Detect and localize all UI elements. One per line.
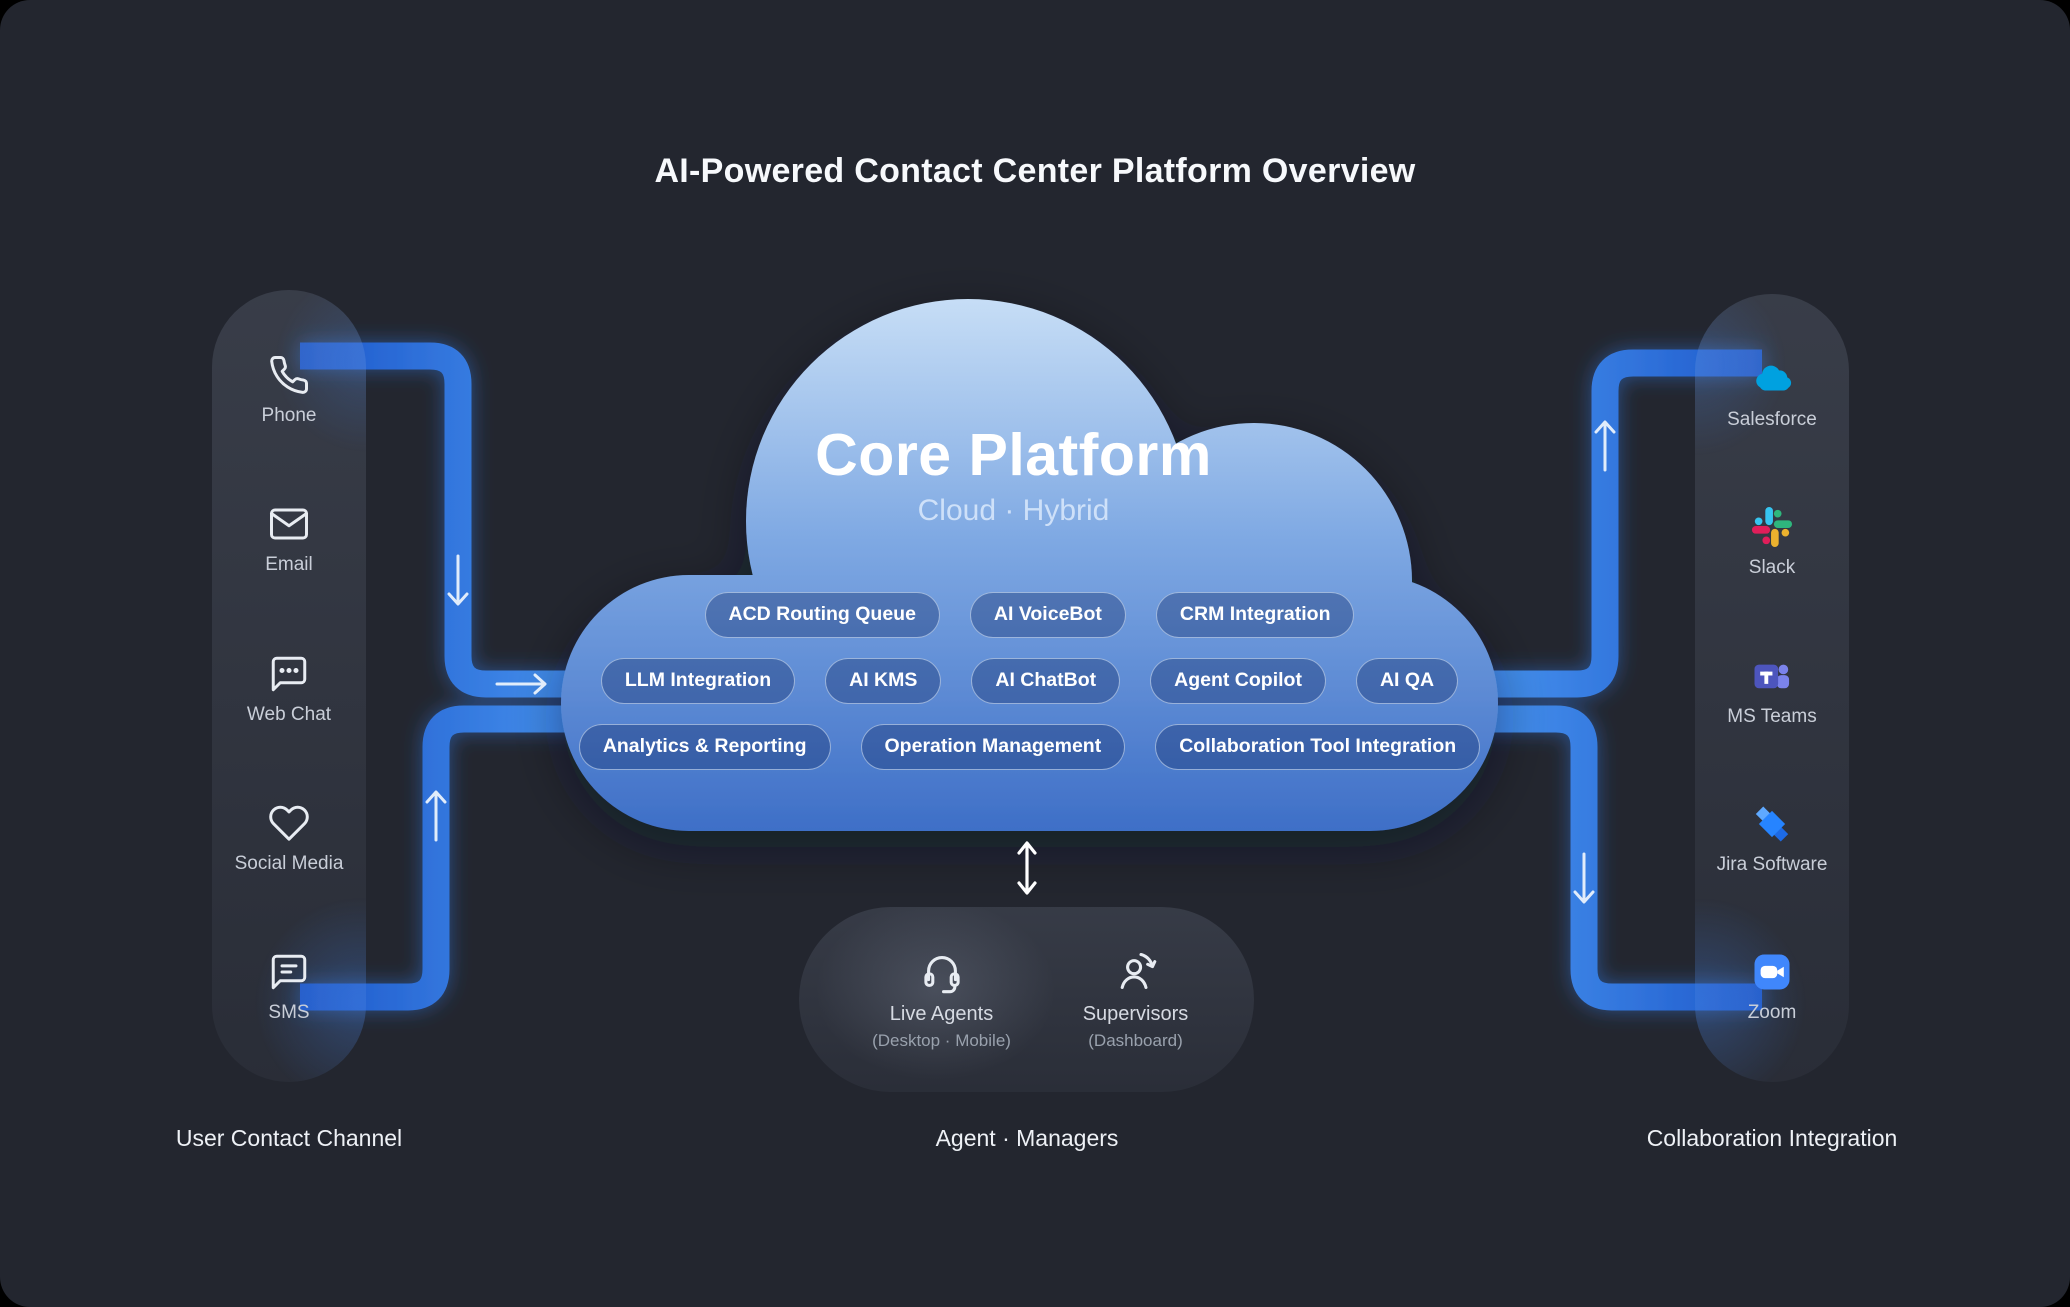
- integration-item-jira: Jira Software: [1716, 803, 1828, 876]
- integration-label: Salesforce: [1727, 409, 1817, 430]
- core-platform-block: Core Platform Cloud · Hybrid: [545, 424, 1482, 528]
- integration-item-slack: Slack: [1749, 506, 1795, 579]
- chip-acd-routing-queue: ACD Routing Queue: [704, 592, 940, 638]
- chip-agent-copilot: Agent Copilot: [1150, 658, 1326, 704]
- bidirectional-arrow: [1017, 841, 1037, 895]
- slack-icon: [1751, 507, 1793, 548]
- channel-item-social-media: Social Media: [234, 802, 344, 875]
- chip-row-2: LLM Integration AI KMS AI ChatBot Agent …: [541, 658, 1518, 704]
- zoom-icon: [1754, 954, 1790, 990]
- channel-item-web-chat: Web Chat: [247, 653, 331, 726]
- chip-collaboration-tool-integration: Collaboration Tool Integration: [1155, 724, 1481, 770]
- channel-label: Phone: [261, 405, 317, 426]
- page-title: AI-Powered Contact Center Platform Overv…: [654, 152, 1416, 190]
- web-chat-icon: [271, 656, 307, 691]
- flow-arrows: [425, 420, 1616, 904]
- chip-ai-qa: AI QA: [1355, 658, 1459, 704]
- heart-icon: [269, 805, 309, 841]
- supervisor-icon: [1120, 952, 1156, 990]
- integration-label: MS Teams: [1727, 705, 1817, 727]
- phone-icon: [270, 356, 308, 394]
- collaboration-integration-items: Salesforce Slack: [1695, 294, 1849, 1082]
- collaboration-integration-panel: Salesforce Slack: [1695, 294, 1849, 1082]
- headset-icon: [923, 956, 960, 994]
- agent-sublabel: (Dashboard): [1088, 1031, 1183, 1050]
- caption-user-contact-channel: User Contact Channel: [175, 1125, 403, 1151]
- arrow-down-left: [447, 554, 469, 606]
- chip-llm-integration: LLM Integration: [600, 658, 796, 704]
- arrow-up-right: [1594, 420, 1616, 472]
- user-contact-channel-panel: Phone Email Web Chat: [212, 290, 366, 1082]
- live-agents-item: Live Agents (Desktop · Mobile): [863, 948, 1021, 1051]
- agent-label: Supervisors: [1082, 1003, 1189, 1025]
- caption-agent-managers: Agent · Managers: [935, 1125, 1119, 1151]
- user-contact-channel-items: Phone Email Web Chat: [212, 290, 366, 1082]
- chip-operation-management: Operation Management: [860, 724, 1126, 770]
- ms-teams-icon: [1754, 664, 1790, 688]
- agent-managers-panel: Live Agents (Desktop · Mobile) Superviso…: [799, 907, 1254, 1092]
- integration-item-ms-teams: MS Teams: [1727, 655, 1817, 728]
- arrow-down-right: [1573, 852, 1595, 904]
- left-connector: [300, 342, 610, 1011]
- arrow-up-left: [425, 790, 447, 842]
- chip-analytics-reporting: Analytics & Reporting: [578, 724, 831, 770]
- supervisors-item: Supervisors (Dashboard): [1057, 948, 1215, 1051]
- core-platform-subtitle: Cloud · Hybrid: [917, 494, 1110, 527]
- channel-item-email: Email: [265, 503, 313, 576]
- caption-collaboration-integration: Collaboration Integration: [1646, 1125, 1898, 1151]
- integration-item-zoom: Zoom: [1747, 951, 1797, 1024]
- cloud-shape: [561, 299, 1498, 831]
- sms-icon: [271, 954, 307, 990]
- agent-managers-items: Live Agents (Desktop · Mobile) Superviso…: [799, 907, 1254, 1092]
- chip-ai-kms: AI KMS: [825, 658, 942, 704]
- email-icon: [269, 508, 308, 540]
- integration-label: Slack: [1748, 557, 1796, 579]
- channel-label: Social Media: [234, 852, 344, 874]
- arrow-right-into-cloud: [495, 673, 547, 695]
- channel-label: SMS: [268, 1002, 310, 1023]
- chip-row-1: ACD Routing Queue AI VoiceBot CRM Integr…: [541, 592, 1518, 638]
- chip-row-3: Analytics & Reporting Operation Manageme…: [541, 724, 1518, 770]
- channel-label: Email: [265, 554, 313, 576]
- integration-label: Jira Software: [1716, 853, 1828, 875]
- chip-ai-chatbot: AI ChatBot: [971, 658, 1121, 704]
- agent-sublabel: (Desktop · Mobile): [872, 1031, 1011, 1050]
- jira-icon: [1755, 806, 1789, 842]
- integration-item-salesforce: Salesforce: [1727, 358, 1817, 431]
- channel-item-phone: Phone: [261, 354, 317, 427]
- chip-ai-voicebot: AI VoiceBot: [969, 592, 1126, 638]
- capability-chips: ACD Routing Queue AI VoiceBot CRM Integr…: [541, 592, 1518, 770]
- channel-label: Web Chat: [246, 703, 332, 725]
- chip-crm-integration: CRM Integration: [1155, 592, 1355, 638]
- channel-item-sms: SMS: [268, 951, 310, 1024]
- core-platform-title: Core Platform: [815, 422, 1212, 488]
- integration-label: Zoom: [1747, 1002, 1797, 1023]
- salesforce-icon: [1756, 365, 1792, 391]
- agent-label: Live Agents: [889, 1003, 994, 1025]
